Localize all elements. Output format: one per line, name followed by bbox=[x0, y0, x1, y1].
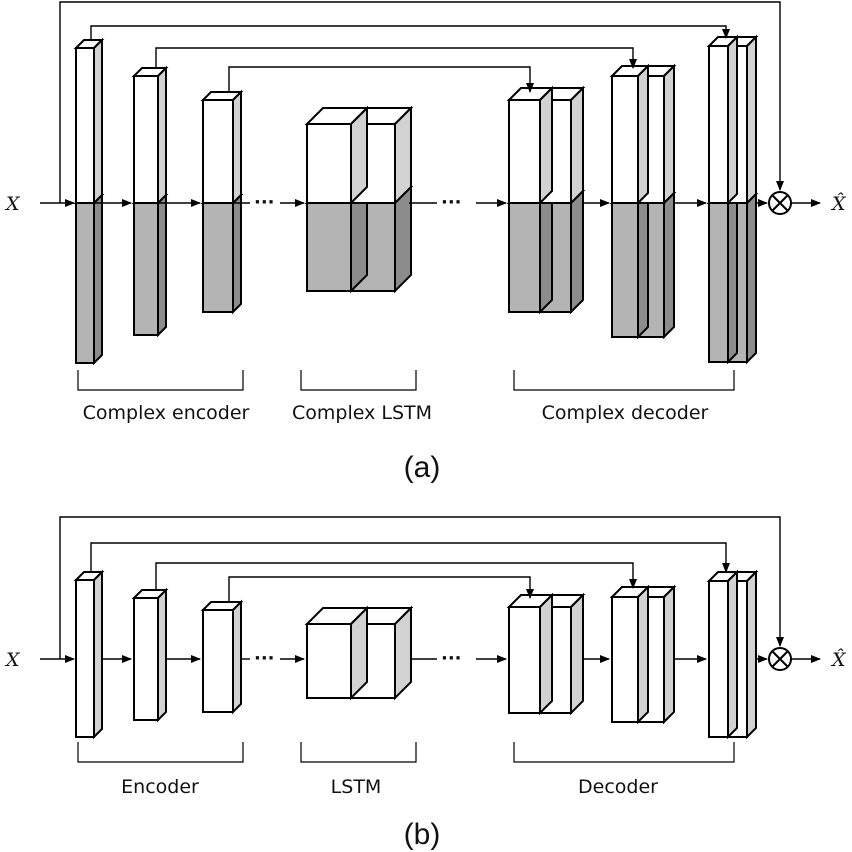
panel-b-ellipsis-left: ··· bbox=[254, 648, 275, 669]
panel-a-lstm-bracket bbox=[300, 370, 417, 391]
panel-a-input-label: X bbox=[4, 193, 21, 215]
panel-a-encoder-layer-1-imag bbox=[73, 192, 105, 366]
panel-b-caption: (b) bbox=[404, 818, 441, 851]
panel-b-ellipsis-right: ··· bbox=[441, 648, 462, 669]
panel-b-encoder-layer-3-part bbox=[200, 599, 244, 715]
panel-a-decoder-layer-3-imag-part bbox=[706, 191, 740, 365]
panel-a-decoder-bracket bbox=[513, 370, 735, 391]
panel-a-decoder-label: Complex decoder bbox=[542, 402, 709, 424]
panel-b-skip-connection-3 bbox=[228, 576, 534, 602]
panel-b-encoder-layer-2-part bbox=[131, 587, 169, 723]
panel-b-encoder-label: Encoder bbox=[121, 776, 199, 798]
panel-a-encoder-layer-1-imag-part bbox=[73, 192, 105, 366]
panel-a-lstm-label: Complex LSTM bbox=[292, 402, 432, 424]
panel-a-decoder-layer-2-imag-part bbox=[609, 190, 651, 340]
panel-a-decoder-layer-2-real-part bbox=[609, 63, 651, 206]
panel-a-encoder-layer-3-imag-part bbox=[200, 192, 244, 315]
panel-a: X X̂ ··· ··· Complex encoder Complex LST… bbox=[4, 1, 847, 484]
panel-a-encoder-layer-2-imag bbox=[131, 192, 169, 338]
panel-a-decoder-layer-3-imag bbox=[706, 191, 759, 365]
panel-b-skip-connection-1 bbox=[90, 542, 730, 573]
panel-a-decoder-layer-1-real bbox=[506, 85, 586, 206]
panel-b-encoder-layer-1 bbox=[73, 569, 105, 740]
panel-b-skip-connection-2 bbox=[155, 562, 637, 590]
panel-a-encoder-bracket bbox=[77, 370, 244, 391]
panel-a-decoder-layer-3-real bbox=[706, 34, 759, 206]
panel-b-blocks bbox=[73, 569, 759, 740]
panel-a-mask-skip-connection bbox=[59, 1, 784, 203]
panel-b-encoder-layer-3 bbox=[200, 599, 244, 715]
panel-a-ellipsis-right: ··· bbox=[441, 192, 462, 213]
panel-a-encoder-layer-2-real bbox=[131, 65, 169, 206]
panel-a-skip-connection-1 bbox=[90, 25, 730, 40]
multiply-operator-icon bbox=[768, 647, 792, 671]
panel-a-skip-connection-2 bbox=[155, 47, 637, 69]
panel-b-decoder-layer-2 bbox=[609, 584, 677, 725]
panel-a-decoder-layer-2-real bbox=[609, 63, 677, 206]
panel-a-encoder-layer-2-imag-part bbox=[131, 192, 169, 338]
panel-b-encoder-layer-1-part bbox=[73, 569, 105, 740]
panel-b-decoder-layer-3 bbox=[706, 569, 759, 740]
panel-a-lstm-block-real bbox=[304, 105, 414, 206]
panel-b-decoder-layer-1-part bbox=[506, 592, 555, 716]
panel-a-encoder-layer-3-real bbox=[200, 89, 244, 206]
panel-b-decoder-label: Decoder bbox=[578, 776, 658, 798]
panel-b-encoder-bracket bbox=[77, 742, 244, 763]
panel-a-encoder-label: Complex encoder bbox=[83, 402, 250, 424]
panel-a-encoder-layer-2-real-part bbox=[131, 65, 169, 206]
panel-b-lstm-block bbox=[304, 605, 414, 701]
panel-b-lstm-block-part bbox=[304, 605, 370, 701]
panel-b-lstm-bracket bbox=[300, 742, 417, 763]
panel-a-decoder-layer-1-imag-part bbox=[506, 188, 555, 315]
multiply-operator-icon bbox=[768, 191, 792, 215]
panel-b-decoder-layer-2-part bbox=[609, 584, 651, 725]
panel-a-encoder-layer-3-real-part bbox=[200, 89, 244, 206]
panel-a-decoder-layer-1-imag bbox=[506, 188, 586, 315]
panel-a-encoder-layer-1-real-part bbox=[73, 37, 105, 206]
panel-b-decoder-layer-3-part bbox=[706, 569, 740, 740]
panel-a-lstm-block-real-part bbox=[304, 105, 370, 206]
panel-a-output-label: X̂ bbox=[830, 193, 847, 215]
panel-b-input-label: X bbox=[4, 649, 21, 671]
panel-b-arrows bbox=[40, 516, 821, 663]
panel-b-lstm-label: LSTM bbox=[331, 776, 382, 798]
panel-a-decoder-layer-1-real-part bbox=[506, 85, 555, 206]
panel-a-skip-connection-3 bbox=[228, 66, 534, 93]
panel-b-encoder-layer-2 bbox=[131, 587, 169, 723]
panel-a-decoder-layer-2-imag bbox=[609, 190, 677, 340]
panel-b-decoder-layer-1 bbox=[506, 592, 586, 716]
panel-a-encoder-layer-3-imag bbox=[200, 192, 244, 315]
panel-b: X X̂ ··· ··· Encoder LSTM Decoder (b) bbox=[4, 516, 847, 851]
panel-b-decoder-bracket bbox=[513, 742, 735, 763]
panel-b-mask-skip-connection bbox=[59, 516, 784, 659]
panel-a-encoder-layer-1-real bbox=[73, 37, 105, 206]
panel-b-output-label: X̂ bbox=[830, 649, 847, 671]
panel-a-blocks bbox=[73, 34, 759, 366]
panel-b-lstm-block-part bbox=[348, 605, 414, 701]
panel-a-caption: (a) bbox=[404, 451, 441, 484]
panel-a-ellipsis-left: ··· bbox=[254, 192, 275, 213]
panel-a-decoder-layer-3-real-part bbox=[706, 34, 740, 206]
panel-a-arrows bbox=[40, 1, 821, 207]
